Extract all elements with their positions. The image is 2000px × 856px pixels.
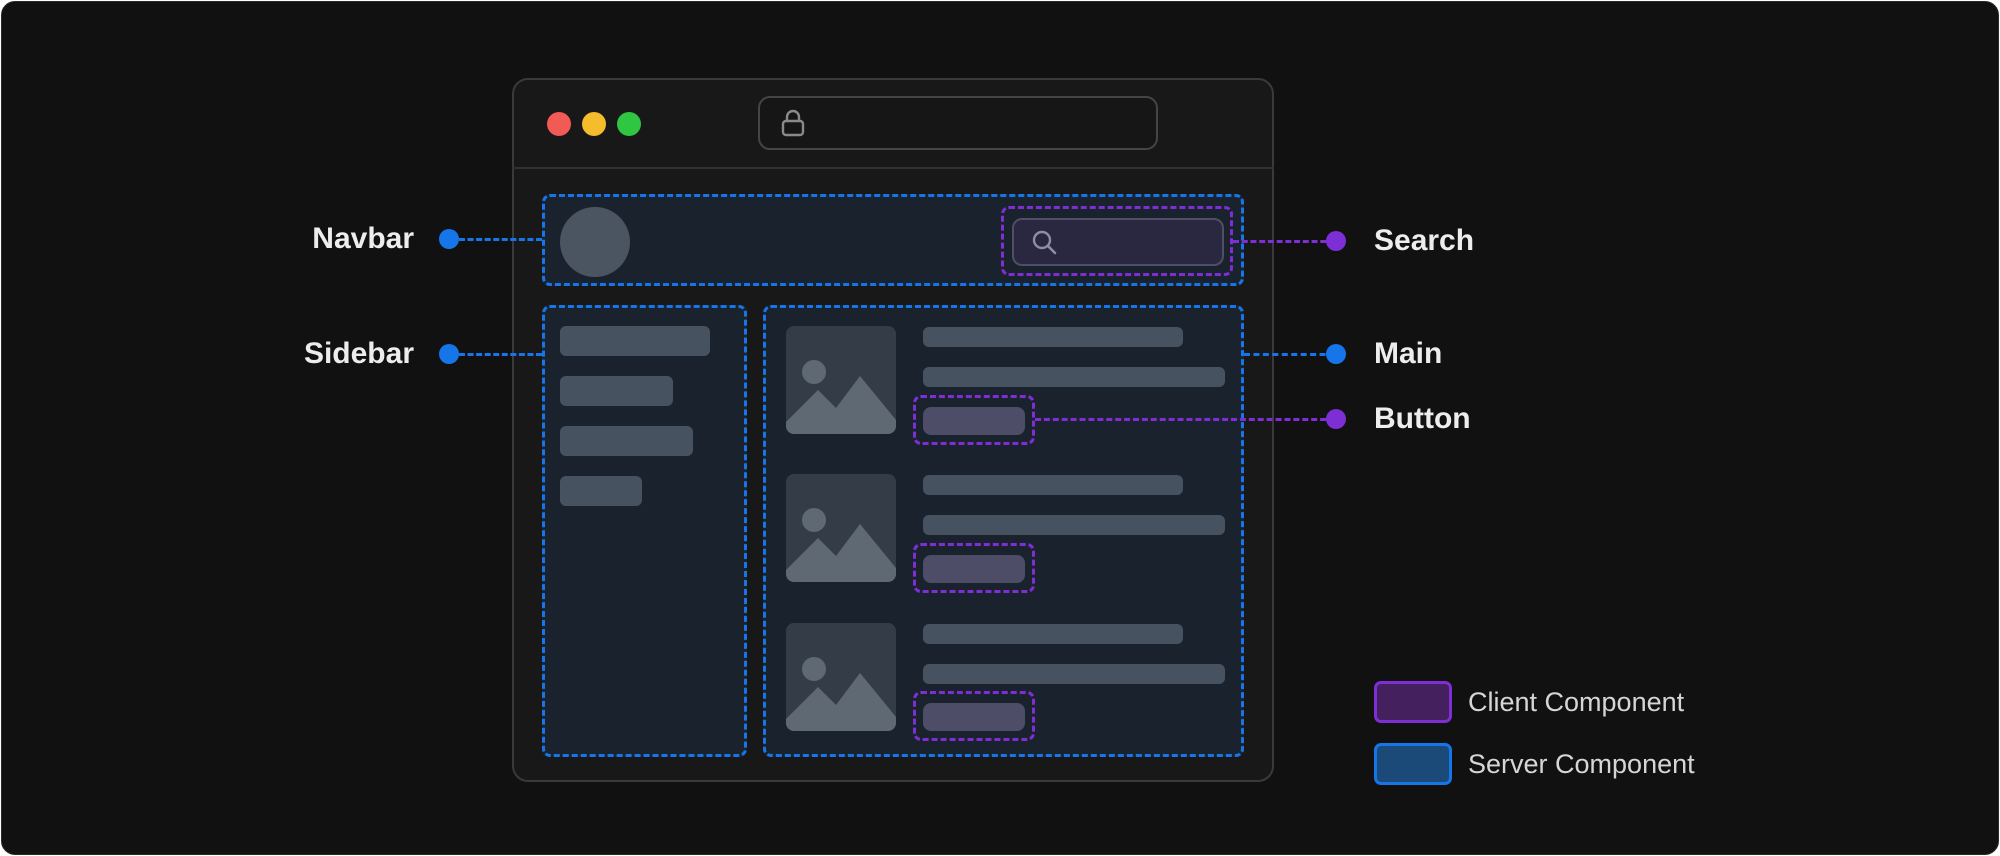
- sidebar-callout-label: Sidebar: [303, 337, 414, 370]
- card-title-line: [923, 327, 1183, 347]
- button-connector: [1035, 418, 1335, 421]
- button-callout-dot: [1326, 409, 1346, 429]
- titlebar-divider: [512, 167, 1274, 169]
- avatar: [560, 207, 630, 277]
- sidebar-item: [560, 426, 693, 456]
- lock-icon: [781, 109, 805, 137]
- image-placeholder-icon: [786, 623, 896, 731]
- legend-client-swatch: [1374, 681, 1452, 723]
- navbar-connector: [459, 238, 542, 241]
- card-button: [923, 407, 1025, 435]
- sidebar-connector: [459, 353, 542, 356]
- card-text-line: [923, 664, 1225, 684]
- navbar-callout-dot: [439, 229, 459, 249]
- image-placeholder-icon: [786, 474, 896, 582]
- sidebar-item: [560, 376, 673, 406]
- legend-server-label: Server Component: [1468, 749, 1695, 779]
- button-client-region: [913, 395, 1035, 445]
- card-text-line: [923, 515, 1225, 535]
- url-bar: [758, 96, 1158, 150]
- card-button: [923, 555, 1025, 583]
- search-client-region: [1001, 206, 1233, 276]
- card-button: [923, 703, 1025, 731]
- button-client-region: [913, 691, 1035, 741]
- main-callout-label: Main: [1374, 337, 1443, 370]
- button-client-region: [913, 543, 1035, 593]
- card-title-line: [923, 624, 1183, 644]
- search-connector: [1233, 240, 1335, 243]
- minimize-window-dot: [582, 112, 606, 136]
- sidebar-item: [560, 326, 710, 356]
- button-callout-label: Button: [1374, 402, 1471, 435]
- card-title-line: [923, 475, 1183, 495]
- sidebar-item: [560, 476, 642, 506]
- close-window-dot: [547, 112, 571, 136]
- main-connector: [1244, 353, 1335, 356]
- search-callout-dot: [1326, 231, 1346, 251]
- navbar-callout-label: Navbar: [312, 222, 414, 255]
- legend-client-label: Client Component: [1468, 687, 1685, 717]
- search-callout-label: Search: [1374, 224, 1475, 257]
- image-placeholder-icon: [786, 326, 896, 434]
- sidebar-region: [542, 305, 747, 757]
- maximize-window-dot: [617, 112, 641, 136]
- sidebar-callout-dot: [439, 344, 459, 364]
- search-input: [1012, 218, 1224, 266]
- main-callout-dot: [1326, 344, 1346, 364]
- search-icon: [1032, 230, 1057, 255]
- legend-server-swatch: [1374, 743, 1452, 785]
- card-text-line: [923, 367, 1225, 387]
